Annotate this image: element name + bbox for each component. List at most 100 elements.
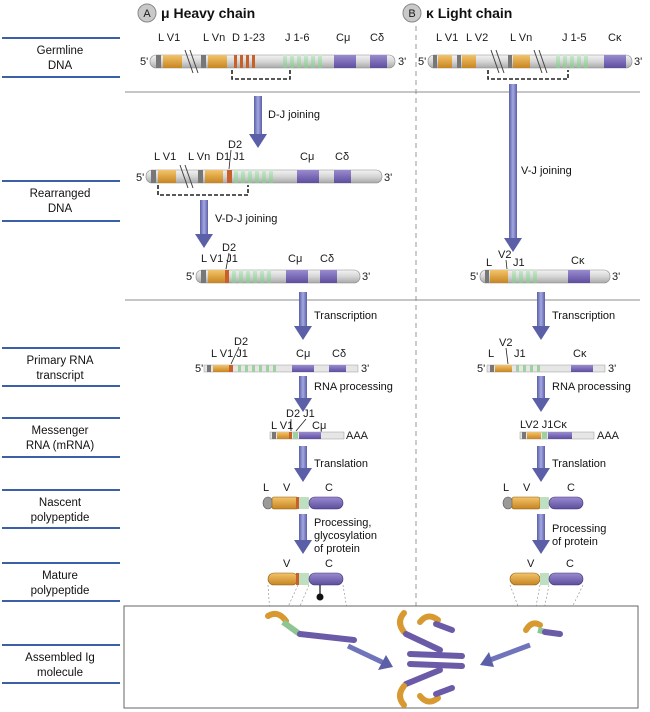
- svg-text:V: V: [283, 558, 291, 570]
- svg-text:5': 5': [195, 363, 203, 375]
- badge-a: A: [143, 8, 151, 20]
- heavy-chain-title: μ Heavy chain: [161, 5, 255, 21]
- svg-text:Cδ: Cδ: [370, 32, 384, 44]
- heavy-primary-rna: 5' 3' D2 L V1 J1 Cμ Cδ: [195, 336, 369, 375]
- svg-text:L V2: L V2: [466, 32, 488, 44]
- svg-text:Messenger: Messenger: [32, 425, 89, 437]
- heavy-mrna: AAA D2 J1 L V1 Cμ: [269, 408, 369, 442]
- svg-text:polypeptide: polypeptide: [31, 512, 90, 524]
- arrow-processing-heavy: Processing, glycosylation of protein: [294, 514, 377, 555]
- svg-text:L Vn: L Vn: [510, 32, 532, 44]
- light-chain-title: κ Light chain: [426, 5, 512, 21]
- svg-text:transcript: transcript: [36, 370, 84, 382]
- arrow-assembly-right: [480, 642, 531, 667]
- heavy-nascent-polypeptide: L V C: [262, 482, 344, 510]
- svg-text:Mature: Mature: [42, 570, 78, 582]
- svg-text:D2: D2: [234, 336, 248, 348]
- svg-text:5': 5': [186, 271, 194, 283]
- svg-text:Primary RNA: Primary RNA: [26, 355, 93, 367]
- svg-text:J 1-5: J 1-5: [562, 32, 586, 44]
- svg-text:Translation: Translation: [314, 458, 368, 470]
- svg-text:D-J joining: D-J joining: [268, 109, 320, 121]
- svg-text:L Vn: L Vn: [188, 151, 210, 163]
- svg-text:Cδ: Cδ: [335, 151, 349, 163]
- arrow-rna-processing-light: RNA processing: [532, 376, 631, 412]
- svg-text:3': 3': [362, 271, 370, 283]
- svg-text:J 1-6: J 1-6: [285, 32, 309, 44]
- svg-text:C: C: [567, 482, 575, 494]
- svg-text:L: L: [263, 482, 269, 494]
- arrow-dj-joining: D-J joining: [249, 96, 320, 148]
- svg-text:L V1: L V1: [158, 32, 180, 44]
- svg-text:L V1 J1: L V1 J1: [201, 253, 238, 265]
- heavy-germline-dna: 5' 3' L V1 L Vn D 1-23 J 1-6 Cμ Cδ: [140, 32, 406, 80]
- light-germline-dna: 5' 3' L V1 L V2 L Vn J 1-5 Cκ: [418, 32, 642, 80]
- svg-text:molecule: molecule: [37, 667, 83, 679]
- arrow-transcription-light: Transcription: [532, 292, 615, 340]
- svg-text:V: V: [523, 482, 531, 494]
- assembled-antibody: [397, 610, 465, 708]
- svg-text:D2: D2: [222, 242, 236, 254]
- svg-text:L: L: [488, 348, 494, 360]
- svg-text:Assembled Ig: Assembled Ig: [25, 652, 95, 664]
- svg-text:Translation: Translation: [552, 458, 606, 470]
- svg-text:glycosylation: glycosylation: [314, 530, 377, 542]
- svg-text:V2: V2: [498, 249, 511, 261]
- svg-text:Germline: Germline: [37, 45, 84, 57]
- svg-text:Cκ: Cκ: [571, 255, 585, 267]
- svg-text:J1: J1: [513, 257, 525, 269]
- light-rearranged-dna: 5' 3' V2 L J1 Cκ: [470, 249, 620, 284]
- stage-messenger-rna: Messenger RNA (mRNA): [2, 417, 120, 458]
- light-mrna: AAA LV2 J1Cκ: [519, 419, 620, 442]
- svg-text:LV2 J1Cκ: LV2 J1Cκ: [520, 419, 567, 431]
- svg-text:3': 3': [612, 271, 620, 283]
- badge-b: B: [408, 8, 415, 20]
- heavy-chain-header: A μ Heavy chain: [137, 3, 255, 23]
- stage-primary-rna: Primary RNA transcript: [2, 347, 120, 387]
- svg-text:5': 5': [418, 56, 426, 68]
- svg-text:V-D-J joining: V-D-J joining: [215, 213, 277, 225]
- svg-text:Cμ: Cμ: [336, 32, 350, 44]
- svg-text:5': 5': [140, 56, 148, 68]
- arrow-vj-joining: V-J joining: [504, 84, 572, 252]
- heavy-rearranged-dna-1: 5' 3' L V1 L Vn D2 D1 J1 Cμ Cδ: [136, 139, 392, 196]
- svg-text:D 1-23: D 1-23: [232, 32, 265, 44]
- svg-text:L V1: L V1: [154, 151, 176, 163]
- svg-text:polypeptide: polypeptide: [31, 585, 90, 597]
- svg-text:of protein: of protein: [314, 543, 360, 555]
- arrow-assembly-left: [346, 643, 393, 670]
- svg-text:5': 5': [470, 271, 478, 283]
- svg-text:Cκ: Cκ: [573, 348, 587, 360]
- svg-text:L Vn: L Vn: [203, 32, 225, 44]
- svg-text:Cμ: Cμ: [288, 253, 302, 265]
- svg-text:AAA: AAA: [346, 430, 369, 442]
- svg-text:V-J joining: V-J joining: [521, 165, 572, 177]
- arrow-transcription-heavy: Transcription: [294, 292, 377, 340]
- svg-text:3': 3': [608, 363, 616, 375]
- svg-text:Nascent: Nascent: [39, 497, 82, 509]
- arrow-rna-processing-heavy: RNA processing: [294, 376, 393, 412]
- heavy-chain-fragment: [265, 610, 357, 643]
- svg-text:Processing,: Processing,: [314, 517, 371, 529]
- stage-labels: Germline DNA Rearranged DNA Primary RNA …: [2, 37, 120, 684]
- svg-text:5': 5': [136, 172, 144, 184]
- arrow-vdj-joining: V-D-J joining: [195, 200, 277, 248]
- svg-text:D2 J1: D2 J1: [286, 408, 315, 420]
- svg-text:3': 3': [361, 363, 369, 375]
- svg-text:V2: V2: [499, 337, 512, 349]
- assembled-ig-panel: [123, 605, 639, 709]
- svg-text:Processing: Processing: [552, 523, 606, 535]
- svg-text:Cμ: Cμ: [300, 151, 314, 163]
- light-primary-rna: 5' 3' V2 L J1 Cκ: [477, 337, 616, 375]
- svg-text:C: C: [566, 558, 574, 570]
- stage-mature-polypeptide: Mature polypeptide: [2, 562, 120, 602]
- light-nascent-polypeptide: L V C: [502, 482, 584, 510]
- stage-assembled-ig: Assembled Ig molecule: [2, 644, 120, 684]
- stage-nascent-polypeptide: Nascent polypeptide: [2, 489, 120, 529]
- stage-rearranged-dna: Rearranged DNA: [2, 180, 120, 222]
- svg-text:3': 3': [384, 172, 392, 184]
- light-chain-header: B κ Light chain: [402, 3, 512, 23]
- svg-text:DNA: DNA: [48, 203, 73, 215]
- svg-text:Transcription: Transcription: [552, 310, 615, 322]
